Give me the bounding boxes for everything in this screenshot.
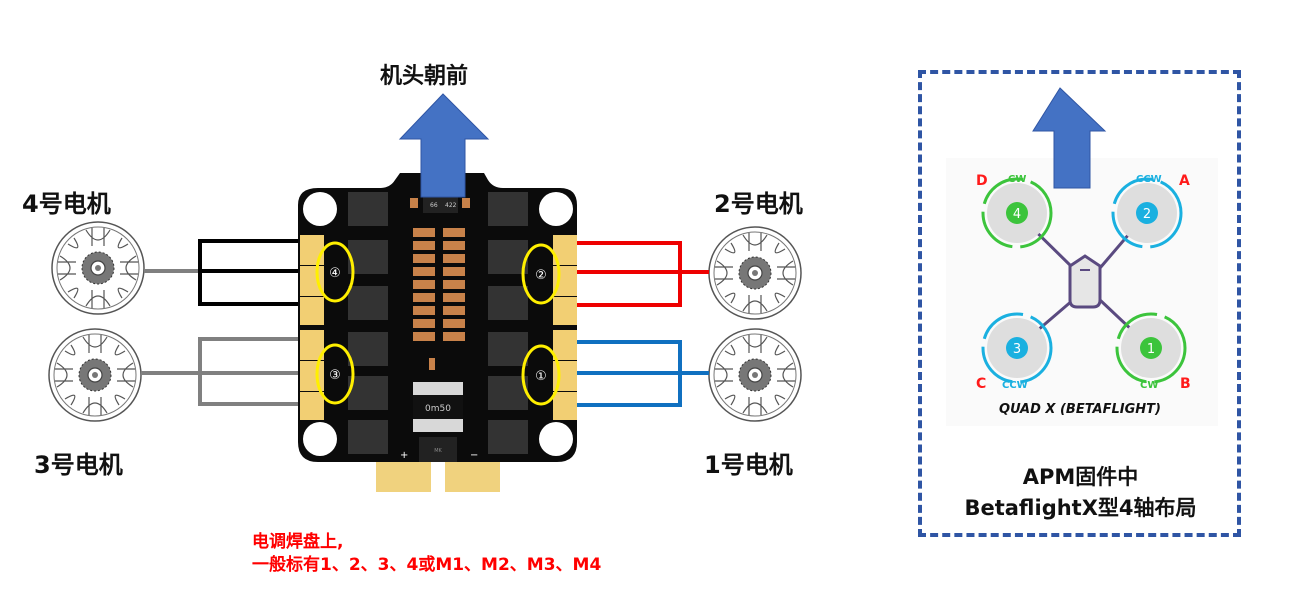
rotor-3-letter: C xyxy=(976,376,986,392)
motor-1-wires xyxy=(566,340,709,407)
connector-text: MK xyxy=(434,448,442,454)
rotor-2-letter: A xyxy=(1179,173,1190,189)
note-line-2: 一般标有1、2、3、4或M1、M2、M3、M4 xyxy=(252,555,602,575)
rotor-1: 1 B CW xyxy=(1115,312,1191,392)
note-line-1: 电调焊盘上, xyxy=(252,532,344,552)
pad-marker-4: ④ xyxy=(329,266,341,281)
pad-marker-4-highlight xyxy=(315,241,355,303)
reference-caption: APM固件中 BetaflightX型4轴布局 xyxy=(918,462,1243,524)
motor-2-icon xyxy=(708,226,802,320)
rotor-2-number: 2 xyxy=(1143,207,1151,222)
motor-3-label: 3号电机 xyxy=(34,451,123,479)
pad-marker-3: ③ xyxy=(329,368,341,383)
quad-title: QUAD X (BETAFLIGHT) xyxy=(999,402,1161,417)
rotor-2: 2 A CCW xyxy=(1111,173,1190,249)
caption-line-1: APM固件中 xyxy=(1022,465,1139,489)
motor-4-icon xyxy=(51,221,145,315)
caption-line-2: BetaflightX型4轴布局 xyxy=(964,496,1197,520)
pad-marker-3-highlight xyxy=(315,343,355,405)
motor-2-label: 2号电机 xyxy=(714,190,803,218)
rotor-3-direction: CCW xyxy=(1002,380,1028,391)
rotor-4: 4 D CW xyxy=(976,173,1053,249)
esc-wiring-diagram: 66 422 0m50 MK + − ④ ③ ② ① xyxy=(48,93,802,492)
rotor-4-letter: D xyxy=(976,173,988,189)
rotor-3: 3 C CCW xyxy=(976,312,1053,392)
shunt-text: 0m50 xyxy=(425,404,451,414)
pad-marker-2: ② xyxy=(535,268,547,283)
motor-1-icon xyxy=(708,328,802,422)
pad-marker-1-highlight xyxy=(521,344,561,406)
forward-arrow-icon xyxy=(398,93,490,198)
motor-3-wires xyxy=(141,337,312,406)
power-minus-label: − xyxy=(470,450,478,461)
reference-forward-arrow-icon xyxy=(1032,87,1107,189)
rotor-1-direction: CW xyxy=(1140,380,1158,391)
rotor-2-direction: CCW xyxy=(1136,174,1162,185)
motor-4-wires xyxy=(144,239,315,306)
power-plus-label: + xyxy=(400,450,408,461)
reference-panel-border xyxy=(918,70,1241,537)
chip-text-2: 422 xyxy=(445,202,457,209)
quad-body-icon xyxy=(1068,254,1102,309)
rotor-3-number: 3 xyxy=(1013,342,1021,357)
motor-4-label: 4号电机 xyxy=(22,190,111,218)
rotor-4-direction: CW xyxy=(1008,174,1026,185)
motor-1-label: 1号电机 xyxy=(704,451,793,479)
rotor-4-number: 4 xyxy=(1013,207,1021,222)
motor-2-wires xyxy=(566,241,709,307)
heading-label: 机头朝前 xyxy=(380,64,469,89)
rotor-1-number: 1 xyxy=(1147,342,1155,357)
esc-pad-note: 电调焊盘上, 一般标有1、2、3、4或M1、M2、M3、M4 xyxy=(252,531,601,577)
esc-board: 66 422 0m50 MK + − ④ ③ ② ① xyxy=(298,173,577,492)
pad-marker-1: ① xyxy=(535,369,547,384)
chip-text-1: 66 xyxy=(430,202,438,209)
quad-x-diagram: 4 D CW 2 A CCW 3 C CCW 1 B CW QUAD X (BE… xyxy=(946,87,1218,426)
pad-marker-2-highlight xyxy=(521,243,561,305)
rotor-1-letter: B xyxy=(1180,376,1191,392)
motor-3-icon xyxy=(48,328,142,422)
